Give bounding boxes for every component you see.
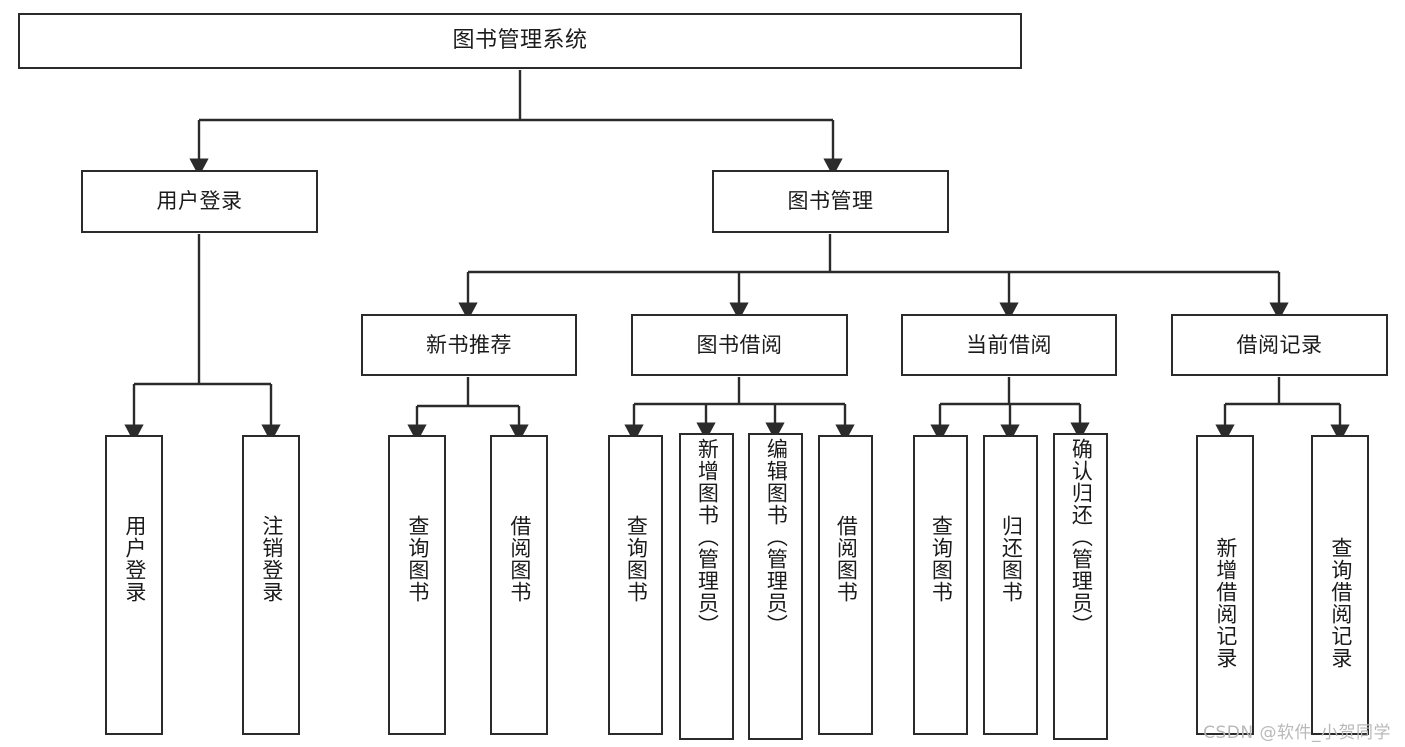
node-leaf-query-borrow-record[interactable]: 查询借阅记录 bbox=[1311, 435, 1369, 735]
node-leaf-user-login-label: 用户登录 bbox=[122, 515, 147, 603]
csdn-watermark: CSDN @软件_小贺同学 bbox=[1203, 723, 1391, 743]
node-book-borrow[interactable]: 图书借阅 bbox=[631, 314, 848, 376]
node-leaf-return-book[interactable]: 归还图书 bbox=[983, 435, 1038, 735]
node-leaf-query-book-current-label: 查询图书 bbox=[929, 515, 954, 603]
node-leaf-add-book-admin-label: 新增图书（管理员） bbox=[695, 438, 720, 636]
node-leaf-add-borrow-record-label: 新增借阅记录 bbox=[1213, 537, 1238, 669]
node-root-label: 图书管理系统 bbox=[452, 28, 588, 54]
node-new-book-recommend-label: 新书推荐 bbox=[426, 332, 512, 357]
node-user-login[interactable]: 用户登录 bbox=[81, 170, 318, 233]
node-book-manage[interactable]: 图书管理 bbox=[712, 170, 949, 233]
node-book-manage-label: 图书管理 bbox=[787, 189, 874, 214]
node-current-borrow[interactable]: 当前借阅 bbox=[901, 314, 1117, 376]
node-leaf-query-book-current[interactable]: 查询图书 bbox=[913, 435, 968, 735]
node-leaf-borrow-book-recommend-label: 借阅图书 bbox=[507, 515, 532, 603]
node-leaf-borrow-book-borrow[interactable]: 借阅图书 bbox=[818, 435, 873, 735]
node-leaf-edit-book-admin-label: 编辑图书（管理员） bbox=[764, 438, 789, 636]
node-current-borrow-label: 当前借阅 bbox=[966, 332, 1052, 357]
node-leaf-edit-book-admin[interactable]: 编辑图书（管理员） bbox=[748, 433, 803, 740]
node-leaf-confirm-return-admin-label: 确认归还（管理员） bbox=[1069, 438, 1094, 636]
node-book-borrow-label: 图书借阅 bbox=[696, 332, 783, 357]
node-borrow-record[interactable]: 借阅记录 bbox=[1171, 314, 1388, 376]
node-leaf-query-book-recommend-label: 查询图书 bbox=[405, 515, 430, 603]
node-leaf-logout-label: 注销登录 bbox=[259, 515, 284, 603]
node-leaf-confirm-return-admin[interactable]: 确认归还（管理员） bbox=[1053, 433, 1108, 740]
node-root[interactable]: 图书管理系统 bbox=[18, 13, 1022, 69]
node-leaf-query-book-borrow-label: 查询图书 bbox=[624, 515, 649, 603]
node-leaf-logout[interactable]: 注销登录 bbox=[242, 435, 300, 735]
node-leaf-add-borrow-record[interactable]: 新增借阅记录 bbox=[1196, 435, 1254, 735]
node-leaf-query-borrow-record-label: 查询借阅记录 bbox=[1328, 537, 1353, 669]
node-borrow-record-label: 借阅记录 bbox=[1236, 332, 1323, 357]
node-leaf-user-login[interactable]: 用户登录 bbox=[105, 435, 163, 735]
node-leaf-return-book-label: 归还图书 bbox=[999, 515, 1024, 603]
node-leaf-query-book-recommend[interactable]: 查询图书 bbox=[388, 435, 446, 735]
node-leaf-query-book-borrow[interactable]: 查询图书 bbox=[608, 435, 663, 735]
node-leaf-borrow-book-recommend[interactable]: 借阅图书 bbox=[490, 435, 548, 735]
node-user-login-label: 用户登录 bbox=[156, 189, 243, 214]
node-leaf-add-book-admin[interactable]: 新增图书（管理员） bbox=[679, 433, 734, 740]
node-leaf-borrow-book-borrow-label: 借阅图书 bbox=[834, 515, 859, 603]
node-new-book-recommend[interactable]: 新书推荐 bbox=[361, 314, 577, 376]
